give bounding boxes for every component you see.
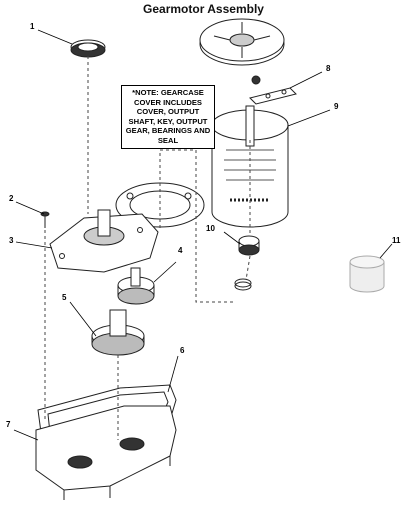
- part-motor-end-cover: [199, 18, 285, 66]
- diagram-title: Gearmotor Assembly: [143, 2, 264, 16]
- callout-9: 9: [334, 102, 339, 111]
- part-capacitor: [349, 255, 385, 293]
- part-output-gear: [91, 309, 145, 356]
- callout-7: 7: [6, 420, 11, 429]
- callout-11: 11: [392, 236, 401, 245]
- part-brush-holder: [249, 75, 297, 105]
- callout-6: 6: [180, 346, 185, 355]
- assembly-axis-lines: [44, 56, 251, 440]
- callout-10: 10: [206, 224, 215, 233]
- part-bearing: [234, 235, 260, 291]
- callout-leader-lines: [13, 29, 393, 441]
- callout-2: 2: [9, 194, 14, 203]
- part-gear-housing: [35, 405, 177, 500]
- part-screw: [40, 211, 50, 228]
- part-gearcase-cover: [49, 209, 159, 273]
- gearcase-note: *NOTE: GEARCASE COVER INCLUDES COVER, OU…: [121, 85, 215, 149]
- part-intermediate-gear: [117, 267, 155, 305]
- part-seal: [70, 39, 106, 58]
- callout-1: 1: [30, 22, 35, 31]
- callout-8: 8: [326, 64, 331, 73]
- callout-3: 3: [9, 236, 14, 245]
- callout-4: 4: [178, 246, 183, 255]
- callout-5: 5: [62, 293, 67, 302]
